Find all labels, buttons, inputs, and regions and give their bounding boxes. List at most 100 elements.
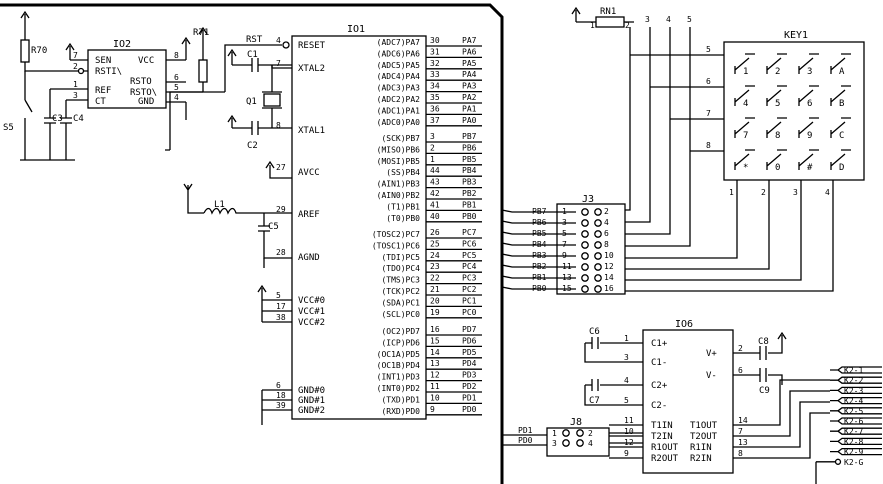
- io1-pin-num: 15: [430, 336, 440, 345]
- io1-left-label: RESET: [298, 41, 326, 51]
- j3-pin-right: 8: [604, 240, 609, 249]
- k2-label: K2-9: [844, 448, 863, 457]
- io1-left-pin-num: 27: [276, 163, 286, 172]
- io1-net-label: PB3: [462, 178, 477, 187]
- io6-right-label: V-: [706, 371, 717, 381]
- keypad-key: *: [743, 163, 748, 173]
- io1-left-pin-num: 28: [276, 248, 286, 257]
- io1-net-label: PB4: [462, 166, 477, 175]
- j3-pin-right: 16: [604, 284, 614, 293]
- io1-pin-num: 37: [430, 116, 440, 125]
- keypad-col-num: 3: [793, 188, 798, 197]
- io1-net-label: PA1: [462, 104, 477, 113]
- io2-pin-rsti: RSTI\: [95, 67, 122, 77]
- keypad-key: D: [839, 163, 844, 173]
- io1-net-label: PC5: [462, 251, 477, 260]
- io2-num-5: 5: [174, 83, 179, 92]
- rn1-pin-2: 2: [625, 21, 630, 30]
- io1-left-pin-num: 6: [276, 381, 281, 390]
- io2-pin-vcc: VCC: [138, 56, 154, 66]
- keypad-key: 3: [807, 67, 812, 77]
- rn1-pin-1: 1: [590, 21, 595, 30]
- c5-label: C5: [268, 222, 279, 232]
- io1-pin-num: 3: [430, 132, 435, 141]
- c3-label: C3: [52, 114, 63, 124]
- j3-pad: [581, 252, 589, 260]
- io6-left-num: 10: [624, 427, 634, 436]
- io1-pin-num: 26: [430, 228, 440, 237]
- io1-left-label: GND#2: [298, 406, 325, 416]
- io1-net-label: PB0: [462, 212, 477, 221]
- rn1-pin-5: 5: [687, 15, 692, 24]
- io1-func-label: (ADC1)PA1: [377, 106, 421, 115]
- j8-net-label: PD1: [518, 426, 533, 435]
- io1-left-label: GND#1: [298, 396, 325, 406]
- j3-pin-left: 5: [562, 229, 567, 238]
- r70-label: R70: [31, 46, 47, 56]
- io1-func-label: (TDI)PC5: [381, 253, 420, 262]
- rn1-pin-4: 4: [666, 15, 671, 24]
- k2-label: K2-G: [844, 458, 863, 467]
- j3-pin-right: 4: [604, 218, 609, 227]
- io2-num-4: 4: [174, 93, 179, 102]
- io1-net-label: PC1: [462, 296, 477, 305]
- keypad-col-num: 4: [825, 188, 830, 197]
- j3-pin-left: 11: [562, 262, 572, 271]
- io1-func-label: (INT0)PD2: [377, 384, 421, 393]
- j3-pad: [594, 263, 602, 271]
- io2-pin-ref: REF: [95, 86, 111, 96]
- keypad-key: 4: [743, 99, 748, 109]
- io1-left-pin-num: 18: [276, 391, 286, 400]
- io2-reset-ic: IO2 SEN RSTI\ REF CT VCC RSTO RSTO\ GND …: [65, 36, 203, 120]
- io2-pin-rsto-n: RSTO\: [130, 88, 157, 98]
- j3-pad: [594, 208, 602, 216]
- io1-func-label: (ICP)PD6: [381, 338, 420, 347]
- j8-name: J8: [570, 417, 582, 428]
- analog-power: L1 C5: [183, 160, 292, 268]
- keypad-key: 8: [775, 131, 780, 141]
- io1-net-label: PD6: [462, 336, 477, 345]
- j3-pad: [581, 274, 589, 282]
- c1-label: C1: [247, 50, 258, 60]
- io2-pin-rsto: RSTO: [130, 77, 152, 87]
- io6-right-num: 13: [738, 438, 748, 447]
- io1-left-pin-num: 17: [276, 302, 286, 311]
- io6-left-num: 1: [624, 334, 629, 343]
- io1-net-label: PA6: [462, 47, 477, 56]
- io1-func-label: (TCK)PC2: [381, 287, 420, 296]
- j3-pin-right: 14: [604, 273, 614, 282]
- j3-pad: [581, 241, 589, 249]
- j8-pin-left: 3: [552, 439, 557, 448]
- io2-num-8: 8: [174, 51, 179, 60]
- io1-pin-num: 33: [430, 70, 440, 79]
- j3-pin-left: 13: [562, 273, 572, 282]
- io1-func-label: (MISO)PB6: [377, 145, 421, 154]
- reset-pullup: R71 RST: [165, 26, 290, 151]
- io1-pin-num: 16: [430, 325, 440, 334]
- rn1-resistor-network: RN1 1 2 3 4 5: [571, 6, 692, 247]
- io6-left-label: C2+: [651, 381, 668, 391]
- io1-left-pin-num: 29: [276, 205, 286, 214]
- keypad-row-num: 7: [706, 109, 711, 118]
- keypad-key: 7: [743, 131, 748, 141]
- j3-pad: [581, 285, 589, 293]
- io6-left-num: 9: [624, 449, 629, 458]
- io6-name: IO6: [675, 319, 693, 330]
- io1-left-pin-num: 39: [276, 401, 286, 410]
- j8-net-label: PD0: [518, 436, 533, 445]
- io1-name: IO1: [347, 24, 365, 35]
- io6-right-num: 8: [738, 449, 743, 458]
- io1-left-label: AGND: [298, 253, 320, 263]
- io1-pin-num: 22: [430, 274, 440, 283]
- rst-label: RST: [246, 35, 263, 45]
- io1-pin-num: 19: [430, 308, 440, 317]
- io6-right-label: V+: [706, 349, 717, 359]
- io2-name: IO2: [113, 39, 131, 50]
- j8-pin-right: 2: [588, 429, 593, 438]
- io1-func-label: (ADC3)PA3: [377, 84, 421, 93]
- sheet-border: [0, 3, 504, 484]
